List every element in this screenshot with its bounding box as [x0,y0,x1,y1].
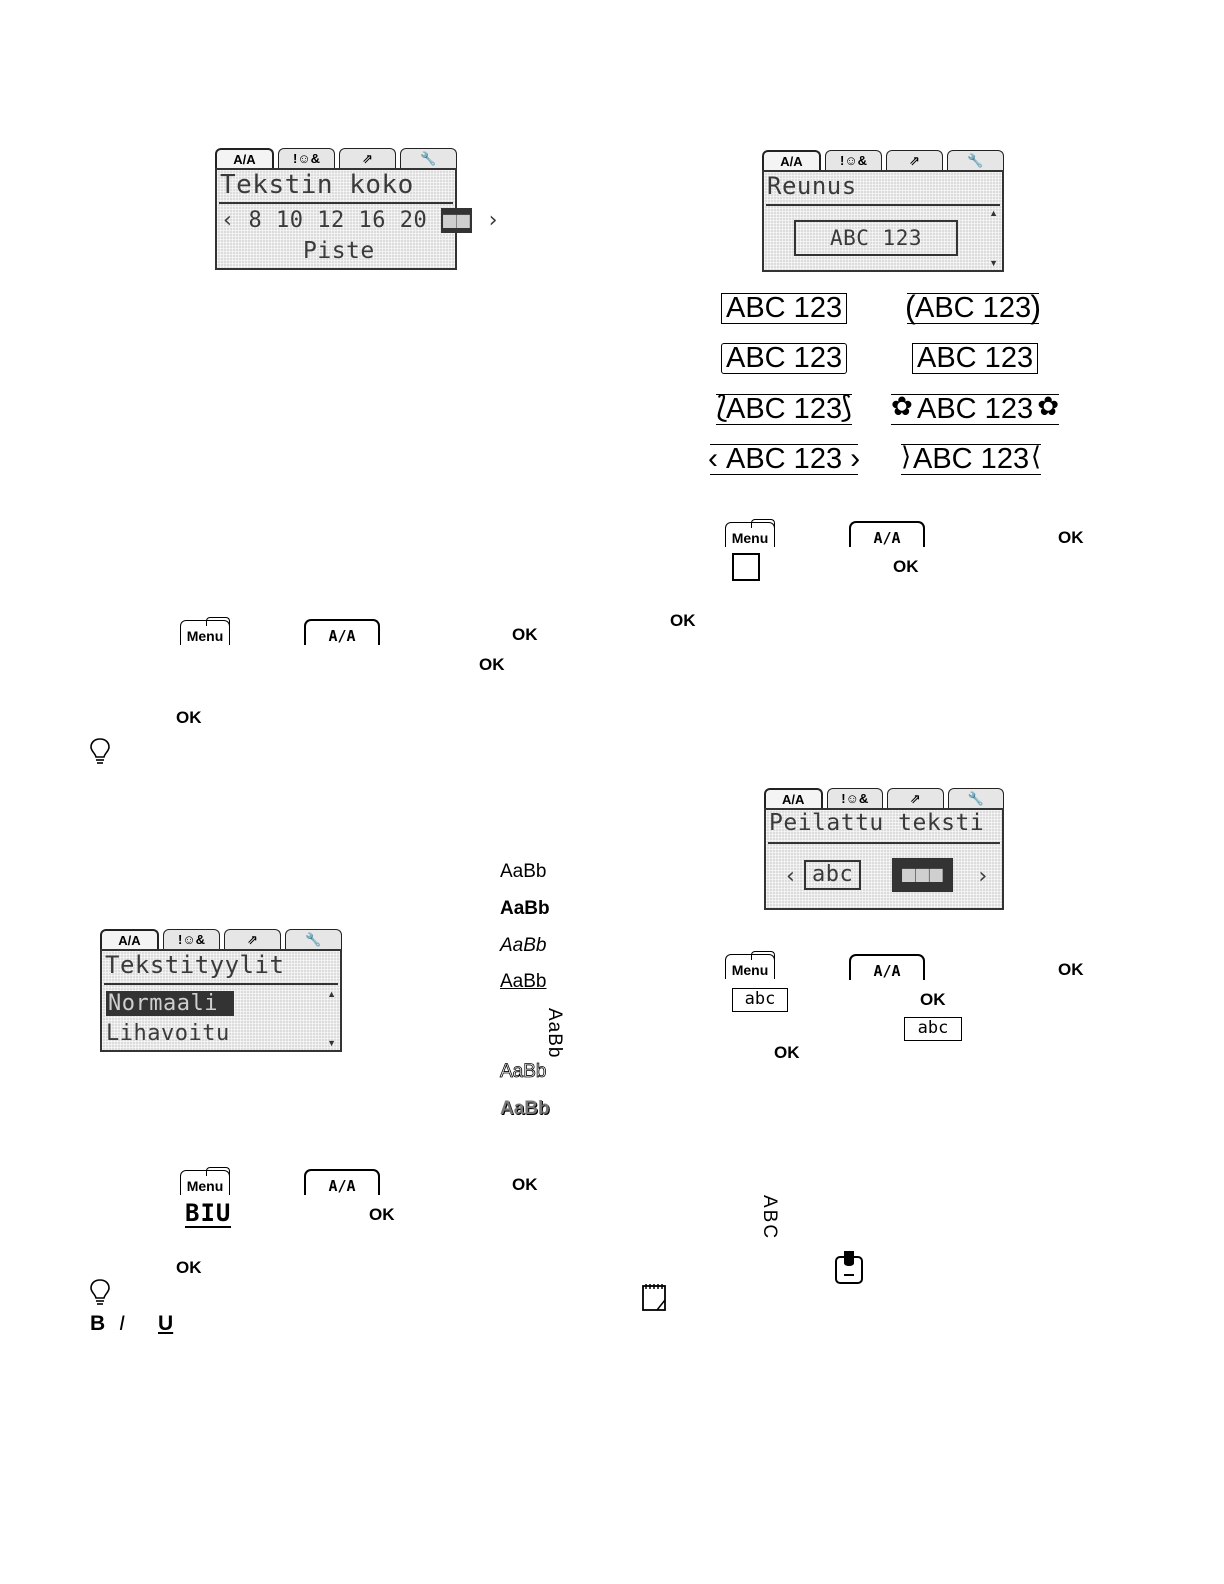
tab-symbols: !☺& [825,150,882,170]
mirror-option-a: abc [804,860,862,890]
tab-settings: 🔧 [947,788,1004,808]
underline-glyph: U [158,1312,174,1335]
label-cassette-icon [835,1251,863,1284]
tab-format: A/A [100,929,159,949]
style-sample-normal: AaBb [500,861,547,882]
border-sample-fold: ABC 123 [912,343,1039,374]
tab-symbols: !☺& [163,929,220,949]
ok-key: OK [1058,960,1084,979]
border-sample-arrow: ‹ABC 123› [708,442,861,475]
style-sample-underline: AaBb [500,971,547,992]
lcd-text-styles: A/A !☺& ⇗ 🔧 Tekstityylit Normaali Lihavo… [100,929,342,1052]
size-options: 8 10 12 16 20 [248,208,428,233]
ok-key: OK [670,611,696,630]
size-selected: ■■ [440,208,473,233]
tab-settings: 🔧 [400,148,457,168]
tab-format: A/A [215,148,274,168]
flower-icon: ✿ [891,391,913,421]
style-sample-shadow: AaBb [500,1098,550,1119]
lightbulb-icon [90,1279,110,1305]
note-icon [642,1284,666,1311]
mirror-icon: abc [904,1017,962,1041]
lcd-title: Tekstityylit [105,951,285,979]
mirror-icon: abc [732,988,788,1012]
border-sample-box: ABC 123 [721,293,848,324]
ok-key: OK [176,708,202,727]
ok-key: OK [512,1175,538,1194]
style-next: Lihavoitu [106,1021,230,1046]
ok-key: OK [1058,528,1084,547]
border-sample-rounded: ABC 123 [721,343,848,374]
ok-key: OK [512,625,538,644]
tab-files: ⇗ [887,788,944,808]
border-sample-flowers: ✿ABC 123✿ [891,391,1060,425]
scroll-down-icon: ▼ [989,258,998,268]
ok-key: OK [920,990,946,1009]
lcd-text-size: A/A !☺& ⇗ 🔧 Tekstin koko ‹ 8 10 12 16 20… [215,148,499,270]
ok-key: OK [369,1205,395,1224]
style-sample-bold: AaBb [500,898,550,919]
lcd-mirror: A/A !☺& ⇗ 🔧 Peilattu teksti ‹ abc ■■■ › [764,788,1004,910]
border-sample-scroll: (ABC 123) [905,289,1042,325]
italic-glyph: I [119,1312,125,1335]
ok-key: OK [479,655,505,674]
ok-key: OK [176,1258,202,1277]
border-box-icon [732,553,760,581]
arrow-right-icon: › [486,208,500,233]
format-key-icon: A/A [849,954,925,980]
tab-settings: 🔧 [285,929,342,949]
scroll-down-icon: ▼ [327,1038,336,1048]
mirror-option-b: ■■■ [892,858,954,892]
tab-format: A/A [764,788,823,808]
format-key-icon: A/A [849,521,925,547]
format-key-icon: A/A [304,1169,380,1195]
menu-key-icon: Menu [725,951,775,979]
menu-key-icon: Menu [725,519,775,547]
lcd-title: Tekstin koko [220,170,414,200]
menu-key-icon: Menu [180,1167,230,1195]
arrow-right-icon: › [976,864,990,889]
scroll-up-icon: ▲ [989,208,998,218]
border-sample-ribbon: ⟩ABC 123⟨ [901,441,1042,475]
tab-settings: 🔧 [947,150,1004,170]
biu-icon: BIU [185,1199,232,1228]
lcd-border: A/A !☺& ⇗ 🔧 Reunus ABC 123 ▲ ▼ [762,150,1004,272]
border-preview: ABC 123 [794,220,958,256]
style-sample-outline: AaBb [500,1061,547,1083]
lightbulb-icon [90,738,110,764]
format-key-icon: A/A [304,619,380,645]
lcd-title: Peilattu teksti [769,810,985,836]
vertical-text-sample: ABC [759,1195,780,1241]
tab-format: A/A [762,150,821,170]
ok-key: OK [774,1043,800,1062]
arrow-left-icon: ‹ [221,208,235,233]
tab-symbols: !☺& [278,148,335,168]
flower-icon: ✿ [1037,391,1060,421]
menu-key-icon: Menu [180,617,230,645]
arrow-left-icon: ‹ [784,864,798,889]
tab-files: ⇗ [886,150,943,170]
ok-key: OK [893,557,919,576]
style-sample-italic: AaBb [500,935,547,956]
style-sample-vertical: AaBb [544,1008,565,1059]
scroll-up-icon: ▲ [327,989,336,999]
tab-files: ⇗ [339,148,396,168]
tab-symbols: !☺& [826,788,883,808]
border-sample-wave: ⟅ABC 123⟆ [716,391,853,425]
size-unit: Piste [303,238,375,264]
lcd-title: Reunus [767,172,857,200]
style-selected: Normaali [106,991,234,1016]
bold-glyph: B [90,1312,106,1335]
tab-files: ⇗ [224,929,281,949]
